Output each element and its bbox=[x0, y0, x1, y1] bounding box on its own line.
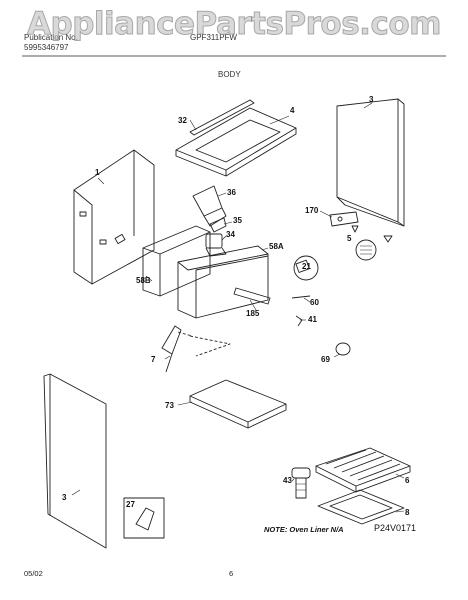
callout-69: 69 bbox=[321, 355, 330, 364]
publication-label: Publication No. bbox=[24, 33, 78, 42]
callout-7: 7 bbox=[151, 355, 156, 364]
part-21-detail bbox=[293, 255, 319, 281]
callout-8: 8 bbox=[405, 508, 410, 517]
part-1-back-panel bbox=[73, 149, 155, 285]
section-title: BODY bbox=[218, 70, 241, 79]
part-43-leveler bbox=[291, 467, 311, 499]
part-3-side-panel-right bbox=[336, 98, 405, 227]
callout-5: 5 bbox=[347, 234, 352, 243]
callout-4: 4 bbox=[290, 106, 295, 115]
part-6-oven-rack bbox=[315, 447, 411, 493]
oven-liner-note: NOTE: Oven Liner N/A bbox=[264, 525, 344, 534]
part-58a-front-panel bbox=[177, 245, 269, 319]
part-58b-side-panel bbox=[142, 225, 211, 297]
callout-34: 34 bbox=[226, 230, 235, 239]
part-3-side-panel-left bbox=[43, 373, 107, 549]
footer-date: 05/02 bbox=[24, 569, 43, 578]
part-69-knob bbox=[335, 342, 351, 356]
part-4-top-frame bbox=[175, 107, 297, 177]
callout-6: 6 bbox=[405, 476, 410, 485]
part-73-bottom-panel bbox=[189, 379, 287, 429]
callout-32: 32 bbox=[178, 116, 187, 125]
part-34-switch bbox=[205, 233, 227, 257]
callout-3-left: 3 bbox=[62, 493, 67, 502]
footer-page-number: 6 bbox=[229, 569, 234, 578]
callout-170: 170 bbox=[305, 206, 319, 215]
callout-1: 1 bbox=[95, 168, 100, 177]
callout-43: 43 bbox=[283, 476, 292, 485]
part-60-pin bbox=[291, 295, 311, 299]
part-36-bracket bbox=[192, 185, 227, 227]
callout-58b: 58B bbox=[136, 276, 151, 285]
model-number: GPF311PFW bbox=[190, 33, 237, 42]
callout-27: 27 bbox=[126, 500, 135, 509]
callout-58a: 58A bbox=[269, 242, 284, 251]
part-5-screw-b bbox=[383, 235, 393, 243]
part-32-bracket bbox=[189, 99, 255, 136]
callout-73: 73 bbox=[165, 401, 174, 410]
part-35-clip bbox=[209, 217, 227, 233]
part-5-screw-a bbox=[351, 225, 359, 233]
callout-185: 185 bbox=[246, 309, 260, 318]
callout-36: 36 bbox=[227, 188, 236, 197]
callout-60: 60 bbox=[310, 298, 319, 307]
part-7-hinge-arm bbox=[161, 325, 231, 373]
callout-35: 35 bbox=[233, 216, 242, 225]
figure-code: P24V0171 bbox=[374, 523, 417, 533]
part-185-strip bbox=[233, 287, 271, 305]
callout-3-right: 3 bbox=[369, 95, 374, 104]
part-8-broiler-pan bbox=[317, 489, 405, 525]
part-170-hinge bbox=[329, 211, 359, 227]
publication-number: 5995346797 bbox=[24, 43, 69, 52]
part-27-inset bbox=[123, 497, 165, 539]
callout-21: 21 bbox=[302, 262, 311, 271]
part-41-clip bbox=[295, 315, 303, 327]
part-5-detail-circle bbox=[355, 239, 377, 261]
callout-41: 41 bbox=[308, 315, 317, 324]
